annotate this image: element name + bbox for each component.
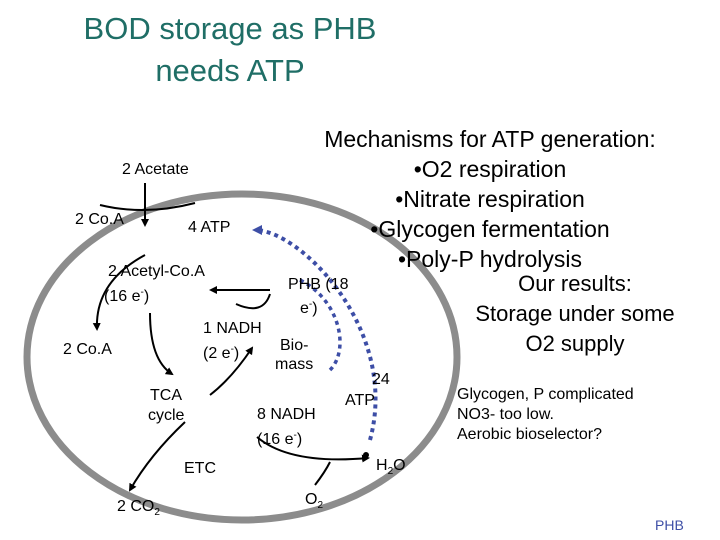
cell-outline bbox=[23, 190, 461, 524]
atp-cycle-arc bbox=[252, 225, 378, 441]
nadh-curve bbox=[235, 293, 271, 310]
title-line-1: BOD storage as PHB bbox=[83, 11, 377, 46]
nadh-8-electrons-label: (16 e-) bbox=[257, 430, 303, 448]
biomass-label-2: mass bbox=[275, 356, 314, 373]
co2-label: 2 CO2 bbox=[117, 498, 160, 518]
results-line: Our results: bbox=[518, 271, 632, 296]
nadh-1-label: 1 NADH bbox=[203, 320, 262, 337]
mechanism-item: •Glycogen fermentation bbox=[370, 216, 610, 242]
tca-nadh-arrow bbox=[209, 346, 254, 396]
h2o-label: H2O bbox=[376, 457, 406, 477]
tca-label-1: TCA bbox=[150, 387, 182, 404]
atp-output-label-1: 24 bbox=[372, 371, 390, 388]
footer-label: PHB bbox=[655, 517, 684, 533]
note-line: Aerobic bioselector? bbox=[457, 426, 602, 443]
title-line-2: needs ATP bbox=[155, 53, 305, 88]
results-line: O2 supply bbox=[525, 331, 625, 356]
o2-uptake-arrow bbox=[314, 461, 331, 486]
mechanism-item: •O2 respiration bbox=[413, 156, 567, 182]
acetyl-coa-label: 2 Acetyl-Co.A bbox=[108, 263, 205, 280]
acetate-label: 2 Acetate bbox=[122, 161, 189, 178]
phb-electrons-label: e-) bbox=[300, 299, 318, 317]
coa-mid-label: 2 Co.A bbox=[63, 341, 112, 358]
note-line: Glycogen, P complicated bbox=[457, 386, 634, 403]
phb-label: PHB (18 bbox=[288, 276, 349, 293]
nadh-1-electrons-label: (2 e-) bbox=[203, 344, 240, 362]
phb-biomass-arc bbox=[299, 278, 342, 372]
mechanisms-block: Mechanisms for ATP generation: •O2 respi… bbox=[300, 124, 680, 274]
tca-entry-curve bbox=[149, 312, 174, 376]
o2-label: O2 bbox=[305, 491, 324, 511]
atp-junction-dot bbox=[363, 452, 369, 458]
results-line: Storage under some bbox=[475, 301, 675, 326]
slide-title: BOD storage as PHB needs ATP bbox=[0, 8, 460, 92]
mechanism-item: •Poly-P hydrolysis bbox=[397, 246, 583, 272]
nadh-8-label: 8 NADH bbox=[257, 406, 316, 423]
tca-label-2: cycle bbox=[148, 407, 185, 424]
biomass-label-1: Bio- bbox=[280, 337, 309, 354]
acetyl-electrons-label: (16 e-) bbox=[104, 287, 150, 305]
mechanisms-heading: Mechanisms for ATP generation: bbox=[324, 126, 656, 152]
results-block: Our results: Storage under some O2 suppl… bbox=[430, 269, 720, 359]
atp-output-label-2: ATP bbox=[345, 392, 375, 409]
etc-label: ETC bbox=[184, 460, 216, 477]
co2-release-arrow bbox=[129, 421, 186, 492]
etc-arrow bbox=[256, 436, 370, 463]
note-line: NO3- too low. bbox=[457, 406, 554, 423]
mechanism-item: •Nitrate respiration bbox=[395, 186, 585, 212]
coa-release-arrow bbox=[92, 254, 146, 331]
results-notes: Glycogen, P complicated NO3- too low. Ae… bbox=[457, 385, 634, 445]
coa-atp-curve bbox=[99, 202, 196, 211]
atp-input-label: 4 ATP bbox=[188, 219, 231, 236]
coa-top-label: 2 Co.A bbox=[75, 211, 124, 228]
